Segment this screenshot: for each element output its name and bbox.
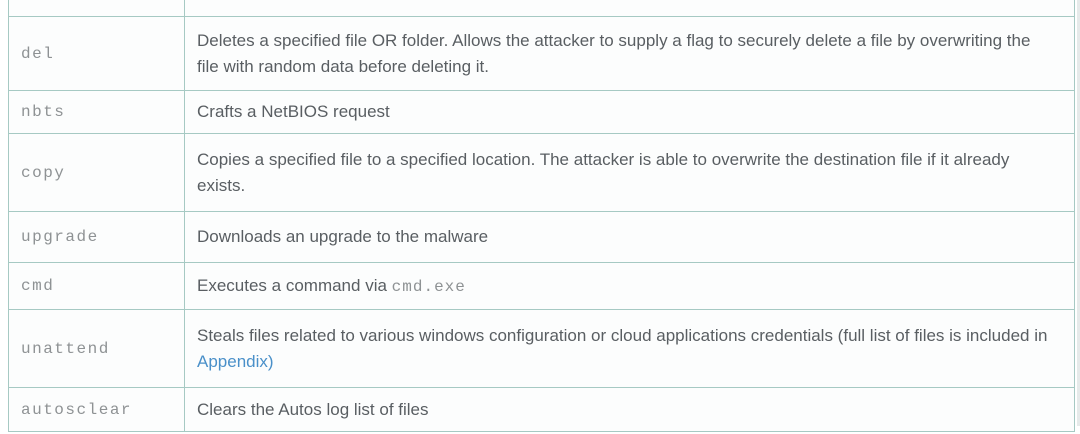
table-row: copy Copies a specified file to a specif… [8, 133, 1075, 212]
clipped-row [8, 0, 1075, 17]
inline-code: cmd.exe [391, 277, 466, 296]
table-row: nbts Crafts a NetBIOS request [8, 90, 1075, 134]
description-text: Steals files related to various windows … [197, 325, 1048, 345]
description-cell: Executes a command via cmd.exe [184, 262, 1075, 310]
description-cell: Crafts a NetBIOS request [184, 90, 1075, 134]
description-cell [184, 0, 1075, 17]
description-cell: Deletes a specified file OR folder. Allo… [184, 16, 1075, 91]
command-cell: cmd [8, 262, 185, 310]
page-edge-strip [1077, 0, 1080, 426]
appendix-link[interactable]: Appendix) [197, 351, 274, 371]
command-cell: del [8, 16, 185, 91]
table-row: del Deletes a specified file OR folder. … [8, 16, 1075, 91]
commands-table: del Deletes a specified file OR folder. … [8, 0, 1075, 432]
description-cell: Steals files related to various windows … [184, 309, 1075, 388]
command-cell: upgrade [8, 211, 185, 263]
command-cell: nbts [8, 90, 185, 134]
table-row: unattend Steals files related to various… [8, 309, 1075, 388]
description-cell: Copies a specified file to a specified l… [184, 133, 1075, 212]
table-row: autosclear Clears the Autos log list of … [8, 387, 1075, 432]
command-cell: copy [8, 133, 185, 212]
command-cell [8, 0, 185, 17]
description-cell: Downloads an upgrade to the malware [184, 211, 1075, 263]
table-row: upgrade Downloads an upgrade to the malw… [8, 211, 1075, 263]
command-cell: unattend [8, 309, 185, 388]
description-cell: Clears the Autos log list of files [184, 387, 1075, 432]
table-row: cmd Executes a command via cmd.exe [8, 262, 1075, 310]
description-text: Executes a command via [197, 275, 392, 295]
command-cell: autosclear [8, 387, 185, 432]
